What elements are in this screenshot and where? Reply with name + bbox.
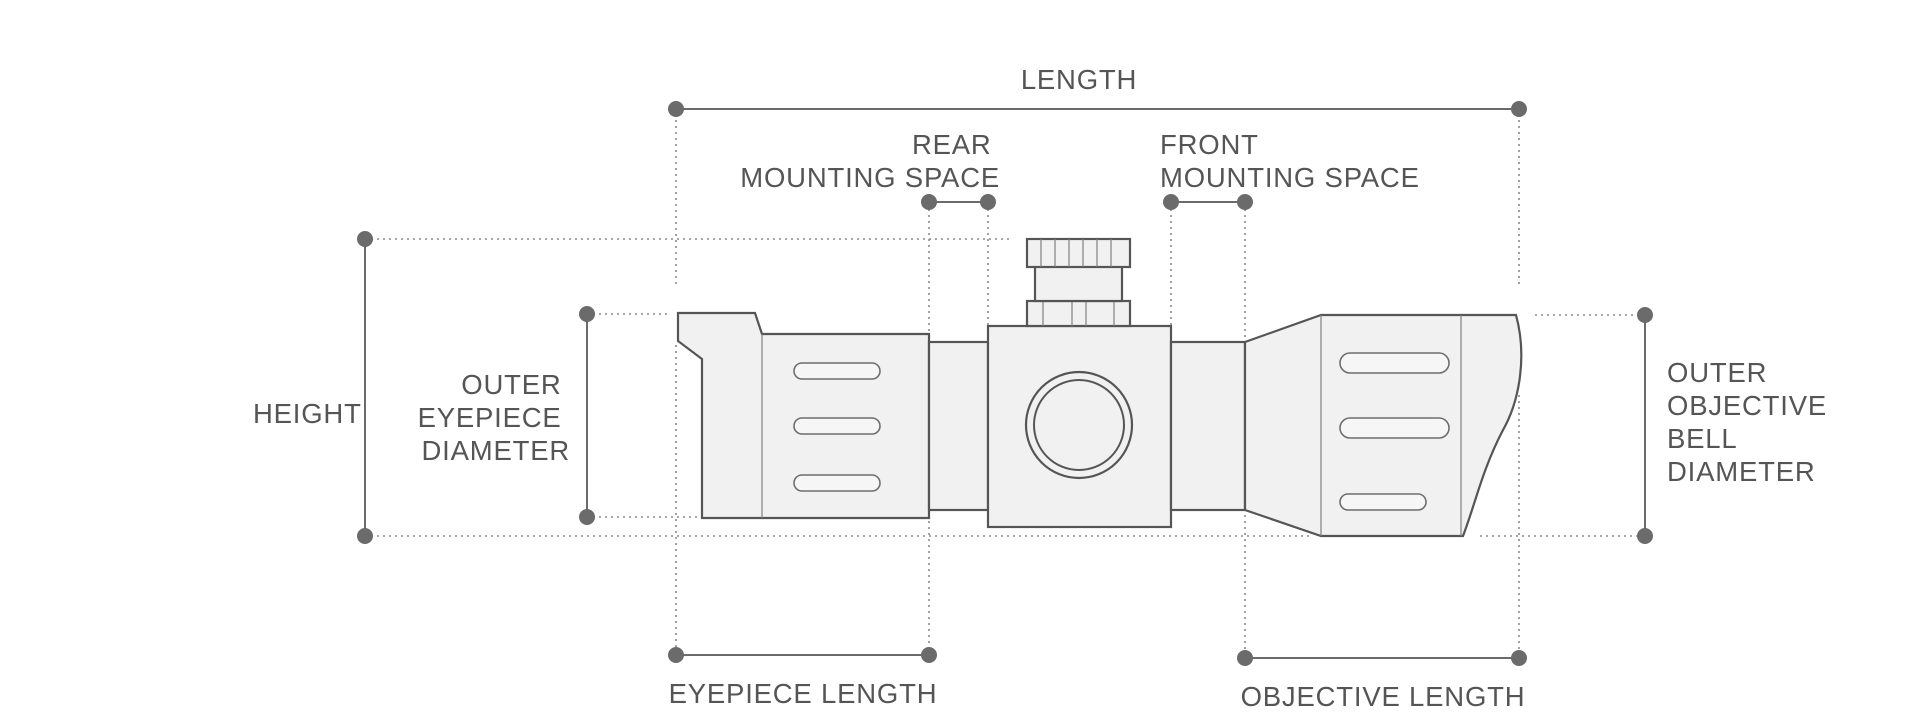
label-length: LENGTH [1021, 64, 1137, 95]
guide-lines [365, 108, 1645, 658]
eyepiece-grip-slot [793, 362, 881, 380]
label-front-mounting-space: FRONT MOUNTING SPACE [1160, 129, 1420, 193]
dimension-eyepiece-diameter [579, 306, 595, 525]
side-focus-knob [1024, 370, 1134, 480]
label-outer-eyepiece-diameter: OUTER EYEPIECE DIAMETER [418, 369, 570, 466]
dimension-objective-diameter [1637, 307, 1653, 544]
dimension-front-mounting-space [1163, 194, 1253, 210]
label-rear-mounting-space: REAR MOUNTING SPACE [740, 129, 1000, 193]
objective-grip-slot [1339, 352, 1450, 374]
eyepiece-grip-slot [793, 417, 881, 435]
objective-grip-slot [1339, 417, 1450, 439]
eyepiece-grip-slot [793, 474, 881, 492]
label-eyepiece-length: EYEPIECE LENGTH [669, 678, 938, 709]
objective-grip-slot [1339, 493, 1427, 511]
dimension-length [668, 101, 1527, 117]
dimension-height [357, 231, 373, 544]
label-outer-objective-bell-diameter: OUTER OBJECTIVE BELL DIAMETER [1667, 357, 1835, 487]
label-height: HEIGHT [253, 398, 362, 429]
turret-stem [1033, 264, 1124, 303]
rear-tube [927, 340, 990, 512]
dimension-rear-mounting-space [921, 194, 996, 210]
dimension-eyepiece-length [668, 647, 937, 663]
dimension-objective-length [1237, 650, 1527, 666]
turret-cap [1025, 237, 1132, 269]
rifle-scope-illustration [676, 237, 1523, 538]
label-objective-length: OBJECTIVE LENGTH [1241, 681, 1526, 712]
front-tube [1169, 340, 1247, 512]
